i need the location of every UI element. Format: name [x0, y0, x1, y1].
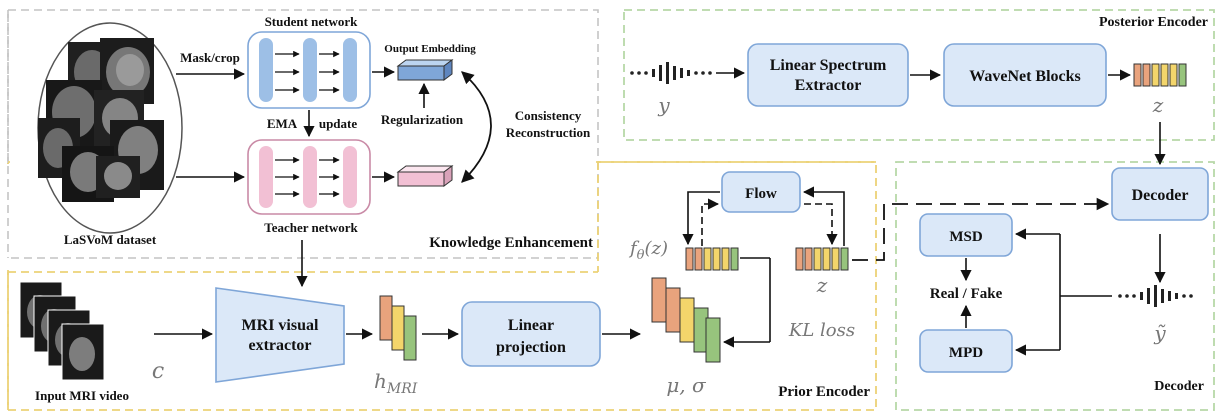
input-mri-video-label: Input MRI video	[35, 388, 129, 403]
wavenet-blocks-box	[943, 43, 1107, 107]
input-mri-video-frames	[19, 281, 105, 381]
posterior-output-symbol: z	[1152, 93, 1164, 117]
real-fake-label: Real / Fake	[930, 286, 1003, 302]
reconstruction-label: Reconstruction	[506, 125, 591, 140]
prior-input-symbol: c	[152, 359, 164, 384]
waveform-y	[630, 62, 712, 84]
msd-label: MSD	[949, 229, 983, 245]
spectrum-extractor-box	[747, 43, 909, 107]
mu-sigma-features	[651, 277, 721, 363]
msd-box	[919, 213, 1013, 257]
wavenet-blocks-label: WaveNet Blocks	[969, 68, 1081, 85]
latent-z-prior	[795, 247, 849, 271]
latent-z-posterior	[1133, 63, 1187, 87]
linear-projection-line1: Linear	[508, 317, 554, 334]
posterior-input-symbol: y	[657, 93, 670, 117]
consistency-label: Consistency	[515, 108, 582, 123]
update-label: update	[319, 116, 358, 131]
dataset-label: LaSVoM dataset	[64, 232, 157, 247]
flow-label: Flow	[745, 186, 777, 202]
decoder-box	[1111, 167, 1209, 221]
f-theta-latent	[685, 247, 739, 271]
ema-label: EMA	[267, 116, 298, 131]
decoder-frame	[895, 161, 1215, 411]
h-mri-features	[379, 295, 417, 361]
decoder-box-label: Decoder	[1132, 187, 1189, 204]
mri-visual-extractor-line2: extractor	[248, 337, 311, 354]
linear-projection-line2: projection	[496, 339, 566, 356]
output-embedding-label: Output Embedding	[384, 43, 476, 55]
regularization-label: Regularization	[381, 112, 464, 127]
spectrum-extractor-line2: Extractor	[795, 77, 862, 94]
student-embedding	[396, 59, 454, 81]
posterior-section-title: Posterior Encoder	[1099, 15, 1208, 30]
mu-sigma-symbol: μ, σ	[666, 373, 707, 397]
mpd-box	[919, 329, 1013, 373]
mri-visual-extractor	[215, 287, 345, 383]
posterior-encoder-frame	[623, 9, 1215, 141]
mask-crop-label: Mask/crop	[180, 50, 240, 65]
prior-z-symbol: z	[816, 273, 828, 297]
kl-loss-label: KL loss	[788, 320, 855, 341]
f-theta-symbol: fθ(z)	[628, 238, 668, 263]
flow-box	[721, 171, 801, 213]
prior-section-title: Prior Encoder	[778, 384, 870, 400]
student-network-label: Student network	[265, 14, 359, 29]
spectrum-extractor-line1: Linear Spectrum	[770, 57, 887, 74]
linear-projection-box	[461, 301, 601, 367]
waveform-y-tilde	[1118, 285, 1193, 307]
decoder-output-symbol: ỹ	[1153, 321, 1166, 345]
mri-visual-extractor-line1: MRI visual	[242, 317, 319, 334]
decoder-section-title: Decoder	[1154, 379, 1204, 394]
teacher-embedding	[396, 165, 454, 187]
h-mri-symbol: hMRI	[374, 369, 418, 397]
teacher-network-label: Teacher network	[264, 220, 358, 235]
mpd-label: MPD	[949, 345, 983, 361]
knowledge-section-title: Knowledge Enhancement	[429, 235, 593, 251]
mri-image-stack	[38, 38, 164, 202]
